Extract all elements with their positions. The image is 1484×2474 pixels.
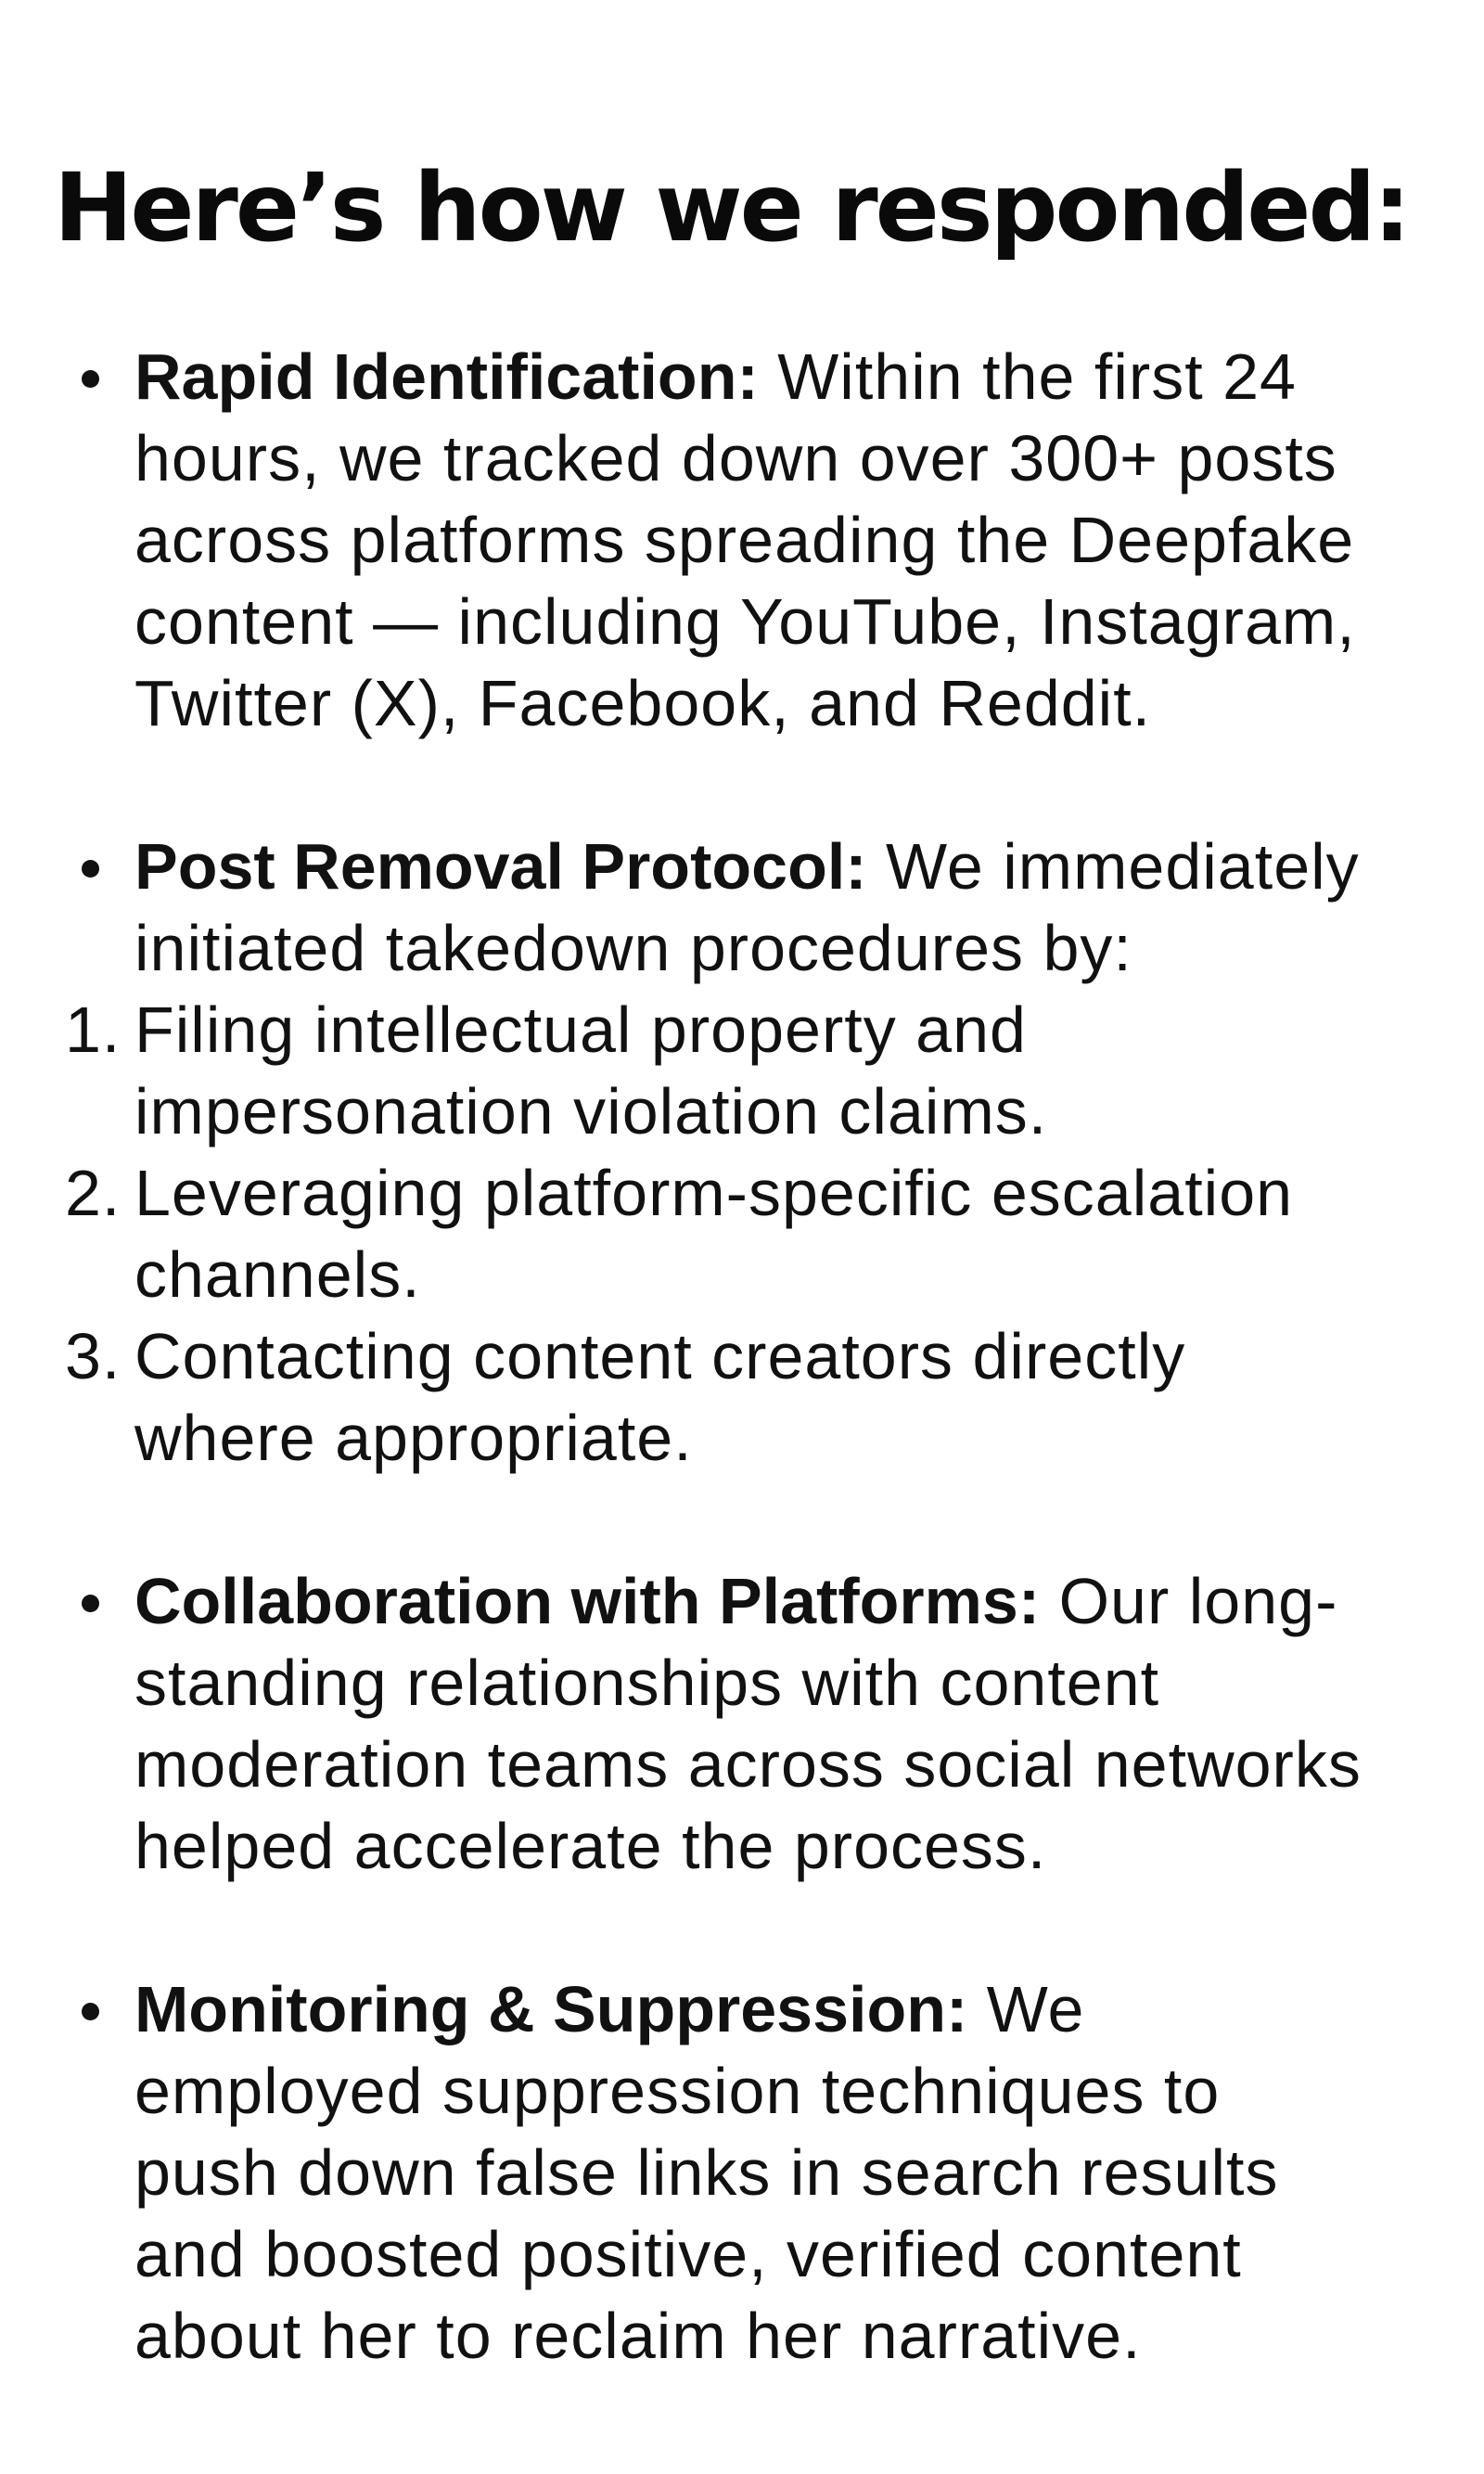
numbered-step: 2. Leveraging platform-specific escalati… — [0, 1152, 1484, 1234]
section-rapid-identification: Rapid Identification: Within the first 2… — [0, 336, 1484, 744]
step-text-line: where appropriate. — [134, 1402, 693, 1474]
section-text: Our long- — [1040, 1565, 1338, 1637]
list-item: Rapid Identification: Within the first 2… — [0, 336, 1484, 417]
step-text: Filing intellectual property and — [134, 993, 1027, 1066]
section-text-line: content — including YouTube, Instagram, — [134, 585, 1356, 658]
step-number: 1. — [65, 993, 122, 1066]
response-list: Rapid Identification: Within the first 2… — [0, 336, 1484, 2377]
list-item: Monitoring & Suppression: We — [0, 1968, 1484, 2050]
step-number: 2. — [65, 1157, 122, 1229]
step-text: Contacting content creators directly — [134, 1320, 1186, 1392]
section-text-line: push down false links in search results — [134, 2136, 1279, 2209]
section-text-line: and boosted positive, verified content — [134, 2218, 1242, 2290]
bullet-icon — [82, 860, 99, 878]
section-heading: Monitoring & Suppression: — [134, 1973, 968, 2045]
spacer — [0, 1887, 1484, 1968]
section-text-line: across platforms spreading the Deepfake — [134, 504, 1355, 576]
section-post-removal-protocol: Post Removal Protocol: We immediately in… — [0, 826, 1484, 1479]
section-collaboration-with-platforms: Collaboration with Platforms: Our long- … — [0, 1560, 1484, 1887]
section-text: We — [967, 1973, 1085, 2045]
bullet-icon — [82, 2003, 99, 2020]
step-text: Leveraging platform-specific escalation — [134, 1157, 1294, 1229]
bullet-icon — [82, 370, 99, 388]
section-heading: Rapid Identification: — [134, 340, 759, 413]
section-text-line: moderation teams across social networks — [134, 1728, 1362, 1801]
section-heading: Post Removal Protocol: — [134, 830, 867, 903]
step-text-line: impersonation violation claims. — [134, 1075, 1048, 1147]
section-text-line: helped accelerate the process. — [134, 1810, 1047, 1882]
section-text-line: standing relationships with content — [134, 1647, 1160, 1719]
section-text-line: about her to reclaim her narrative. — [134, 2300, 1142, 2372]
section-text: Within the first 24 — [758, 340, 1297, 413]
step-text-line: channels. — [134, 1238, 421, 1311]
section-text-line: hours, we tracked down over 300+ posts — [134, 422, 1337, 494]
list-item: Collaboration with Platforms: Our long- — [0, 1560, 1484, 1642]
page-title: Here’s how we responded: — [54, 153, 1411, 263]
section-monitoring-suppression: Monitoring & Suppression: We employed su… — [0, 1968, 1484, 2377]
list-item: Post Removal Protocol: We immediately — [0, 826, 1484, 907]
numbered-step: 3. Contacting content creators directly — [0, 1315, 1484, 1397]
spacer — [0, 744, 1484, 826]
section-text-line: Twitter (X), Facebook, and Reddit. — [134, 667, 1152, 739]
numbered-step: 1. Filing intellectual property and — [0, 989, 1484, 1070]
section-heading: Collaboration with Platforms: — [134, 1565, 1041, 1637]
spacer — [0, 1479, 1484, 1560]
section-text: We immediately — [866, 830, 1360, 903]
bullet-icon — [82, 1595, 99, 1612]
section-text-line: initiated takedown procedures by: — [134, 912, 1132, 984]
step-number: 3. — [65, 1320, 122, 1392]
section-text-line: employed suppression techniques to — [134, 2055, 1221, 2127]
